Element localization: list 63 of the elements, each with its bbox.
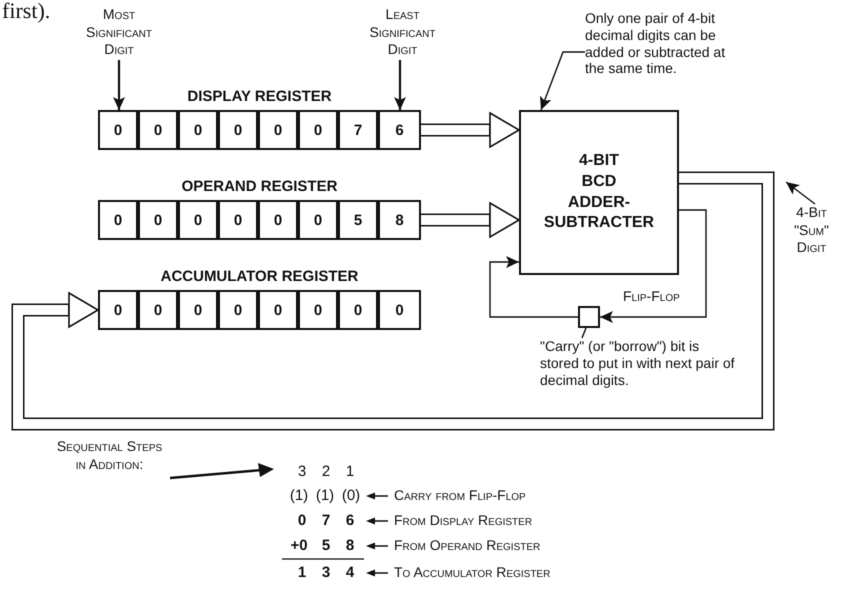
digit-cell: 0 <box>298 290 338 330</box>
digit-text: 7 <box>320 512 332 529</box>
leader-arrow <box>394 60 406 110</box>
digit-cell: 0 <box>298 110 338 150</box>
arrow <box>600 209 707 323</box>
digit-text: (1) <box>288 487 310 504</box>
leader-line <box>581 328 587 338</box>
digit-cell: 0 <box>138 200 178 240</box>
adder-subtracter-block: 4-BIT BCD ADDER-SUBTRACTER <box>519 110 679 275</box>
register-label: OPERAND REGISTER <box>180 178 338 195</box>
digit-text: 2 <box>320 463 332 480</box>
digit-text: 6 <box>344 512 356 529</box>
note-text: Only one pair of 4-bit decimal digits can be added or subtracted at the same time. <box>585 10 748 86</box>
digit-cell: 0 <box>218 110 258 150</box>
flip-flop-box <box>578 306 600 328</box>
digit-cell: 0 <box>178 290 218 330</box>
row-label: From Operand Register <box>394 537 540 554</box>
digit-cell: 0 <box>218 200 258 240</box>
digit-cell: 5 <box>338 200 378 240</box>
leader-arrow <box>113 60 125 110</box>
annotation-label: 4-Bit "Sum" Digit <box>782 204 841 264</box>
digit-text: 8 <box>344 537 356 554</box>
digit-cell: 0 <box>98 110 138 150</box>
note-text: "Carry" (or "borrow") bit is stored to put in with next pair of decimal digits. <box>540 338 736 394</box>
row-label: From Display Register <box>394 512 532 530</box>
annotation-label: Least Significant Digit <box>355 6 450 60</box>
register-label: ACCUMULATOR REGISTER <box>160 268 360 285</box>
digit-text: 5 <box>320 537 332 554</box>
digit-cell: 0 <box>258 200 298 240</box>
digit-cell: 7 <box>338 110 378 150</box>
digit-cell: 0 <box>98 200 138 240</box>
annotation-label: Most Significant Digit <box>74 6 164 60</box>
digit-cell: 0 <box>178 200 218 240</box>
arrow <box>489 256 578 318</box>
row-label: To Accumulator Register <box>394 564 550 582</box>
digit-text: 1 <box>296 564 308 581</box>
leader-arrow <box>540 51 585 110</box>
body-text: first). <box>2 0 50 24</box>
digit-cell: 0 <box>138 290 178 330</box>
row-label: Carry from Flip-Flop <box>394 487 526 504</box>
digit-cell: 0 <box>258 110 298 150</box>
leader-arrow <box>786 181 816 205</box>
digit-cell: 0 <box>138 110 178 150</box>
digit-cell: 0 <box>178 110 218 150</box>
digit-cell: 0 <box>218 290 258 330</box>
digit-text: +0 <box>289 537 309 554</box>
digit-cell: 0 <box>378 290 421 330</box>
digit-text: 3 <box>320 564 332 581</box>
digit-text: (0) <box>340 487 362 504</box>
digit-cell: 0 <box>258 290 298 330</box>
digit-cell: 0 <box>98 290 138 330</box>
digit-text: 1 <box>344 463 356 480</box>
register-label: DISPLAY REGISTER <box>186 88 333 105</box>
digit-cell: 0 <box>338 290 378 330</box>
digit-text: (1) <box>314 487 336 504</box>
digit-cell: 6 <box>378 110 421 150</box>
component-label: Flip-Flop <box>623 288 680 306</box>
digit-text: 4 <box>344 564 356 581</box>
digit-text: 3 <box>296 463 308 480</box>
row-label: Sequential Steps in Addition: <box>56 438 164 473</box>
digit-text: 0 <box>296 512 308 529</box>
digit-cell: 0 <box>298 200 338 240</box>
digit-cell: 8 <box>378 200 421 240</box>
